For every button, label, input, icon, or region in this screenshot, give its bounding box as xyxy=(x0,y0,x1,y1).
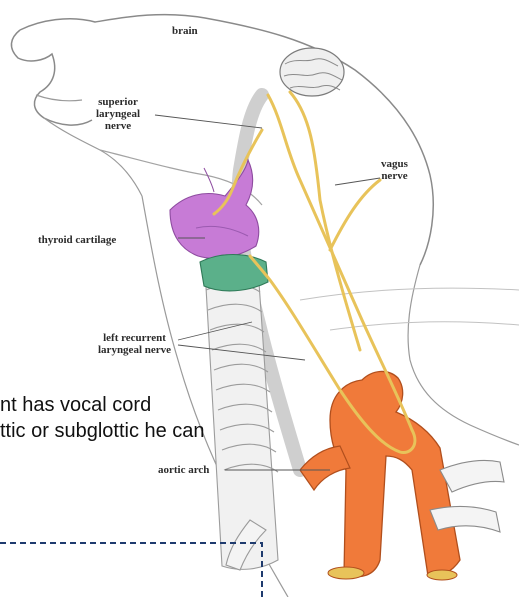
label-left-recurrent-laryngeal-nerve: left recurrent laryngeal nerve xyxy=(98,332,171,356)
brain-shape xyxy=(280,48,344,96)
vagus-nerve-path-right xyxy=(290,92,360,350)
vagus-branch xyxy=(330,180,380,250)
label-vagus-line-1: vagus xyxy=(381,158,408,170)
label-vagus-line-2: nerve xyxy=(381,170,408,182)
nose-outline xyxy=(11,30,92,125)
trachea xyxy=(205,262,278,569)
label-brain: brain xyxy=(172,25,198,37)
label-superior-laryngeal-nerve: superior laryngeal nerve xyxy=(96,96,140,132)
overlay-text-line-1: nt has vocal cord xyxy=(0,393,151,417)
aorta-shape xyxy=(300,371,504,580)
label-thyroid-cartilage: thyroid cartilage xyxy=(38,234,116,246)
thyroid-cartilage-shape xyxy=(170,160,259,258)
label-superior-line-3: nerve xyxy=(96,120,140,132)
label-recurrent-line-1: left recurrent xyxy=(98,332,171,344)
label-superior-line-2: laryngeal xyxy=(96,108,140,120)
cricoid-cartilage-shape xyxy=(200,255,268,291)
overlay-text-line-2: ttic or subglottic he can xyxy=(0,419,205,443)
vagus-nerve-path xyxy=(268,95,412,430)
label-superior-line-1: superior xyxy=(96,96,140,108)
label-recurrent-line-2: laryngeal nerve xyxy=(98,344,171,356)
label-vagus-nerve: vagus nerve xyxy=(381,158,408,182)
neck-back xyxy=(408,265,519,445)
label-aortic-arch: aortic arch xyxy=(158,464,209,476)
